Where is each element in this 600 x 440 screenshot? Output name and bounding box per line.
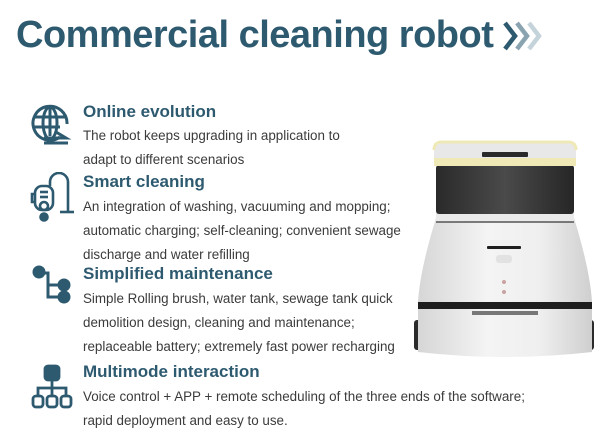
triple-chevron-right-icon [501,19,547,53]
feature-desc-line: Simple Rolling brush, water tank, sewage… [83,291,393,306]
feature-desc-line: replaceable battery; extremely fast powe… [83,339,395,354]
vacuum-cleaner-icon [30,171,74,227]
feature-desc-line: adapt to different scenarios [83,152,245,167]
feature-desc-line: Voice control + APP + remote scheduling … [83,389,525,404]
branch-nodes-icon [30,263,72,310]
globe-icon [30,104,72,151]
feature-desc-line: rapid deployment and easy to use. [83,413,288,428]
feature-desc-line: The robot keeps upgrading in application… [83,128,340,143]
org-chart-icon [30,364,74,415]
robot-image [412,130,598,365]
title-text: Commercial cleaning robot [16,14,494,56]
feature-desc-line: discharge and water refilling [83,247,250,262]
feature-title: Smart cleaning [83,172,205,191]
feature-title: Multimode interaction [83,362,260,381]
feature-desc-line: An integration of washing, vacuuming and… [83,199,391,214]
page-title: Commercial cleaning robot [16,14,547,57]
feature-title: Simplified maintenance [83,264,273,283]
feature-desc-line: demolition design, cleaning and maintena… [83,315,355,330]
feature-title: Online evolution [83,102,217,121]
feature-desc-line: automatic charging; self-cleaning; conve… [83,223,401,238]
